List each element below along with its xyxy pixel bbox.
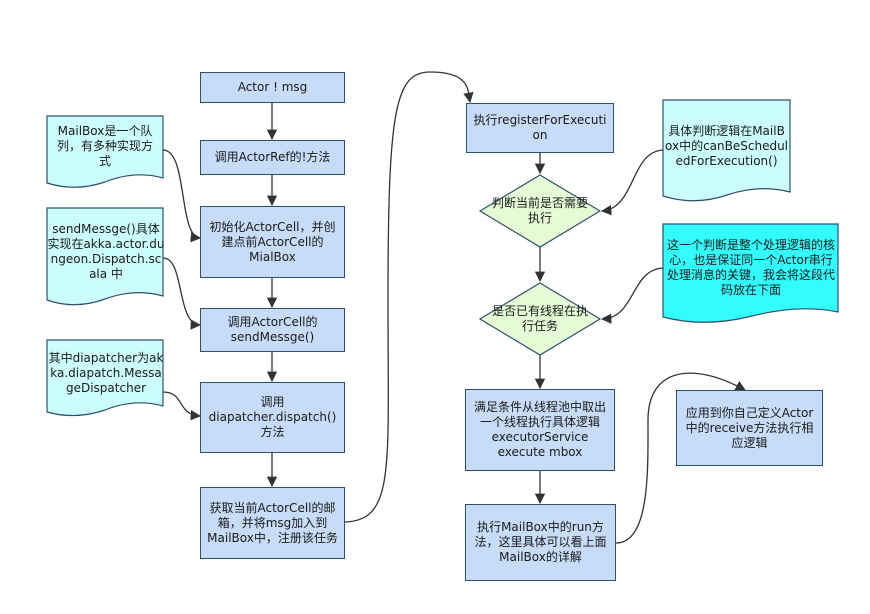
decision-need-execute-label: 判断当前是否需要执行 <box>491 196 588 225</box>
process-call-send-messge-label: 调用ActorCell的sendMessge() <box>227 315 318 344</box>
process-call-actor-ref-label: 调用ActorRef的!方法 <box>214 150 331 164</box>
connector-core-judgement <box>600 267 664 324</box>
process-run-mailbox: 执行MailBox中的run方法，这里具体可以看上面MailBox的详解 <box>465 504 616 581</box>
note-shape-can-be-scheduled <box>662 99 791 202</box>
process-call-dispatch-label: 调用diapatcher.dispatch()方法 <box>208 395 337 439</box>
decision-has-thread: 是否已有线程在执行任务 <box>488 301 592 337</box>
process-take-thread-label: 满足条件从线程池中取出一个线程执行具体逻辑executorService exe… <box>473 400 606 459</box>
process-apply-receive-label: 应用到你自己定义Actor中的receive方法执行相应逻辑 <box>685 405 814 450</box>
note-shape-dispatcher-type <box>46 339 164 417</box>
note-mailbox-queue-label: MailBox是一个队列，有多种实现方式 <box>56 123 153 168</box>
note-shape-mailbox-queue <box>46 115 164 188</box>
process-actor-msg: Actor ! msg <box>200 72 345 103</box>
connector-dispatcher-type <box>162 391 202 421</box>
note-dispatcher-type-label: 其中diapatcher为akka.diapatch.MessageDispat… <box>48 350 164 395</box>
process-call-send-messge: 调用ActorCell的sendMessge() <box>200 308 345 352</box>
note-send-messge-impl: sendMessge()具体实现在akka.actor.dungeon.Disp… <box>47 210 165 294</box>
process-register-for-execution-label: 执行registerForExecution <box>473 113 607 142</box>
process-get-mailbox-label: 获取当前ActorCell的邮箱，并将msg加入到MailBox中，注册该任务 <box>207 500 338 545</box>
note-shape-send-messge-impl <box>46 207 164 306</box>
process-call-dispatch: 调用diapatcher.dispatch()方法 <box>200 382 345 453</box>
connector-can-be-scheduled <box>600 149 664 216</box>
process-call-actor-ref: 调用ActorRef的!方法 <box>200 140 345 175</box>
note-send-messge-impl-label: sendMessge()具体实现在akka.actor.dungeon.Disp… <box>47 222 165 281</box>
decision-has-thread-label: 是否已有线程在执行任务 <box>491 304 588 333</box>
connector-register-loop <box>344 71 474 523</box>
process-init-actor-cell-label: 初始化ActorCell，并创建点前ActorCell的MialBox <box>209 219 336 264</box>
note-core-judgement: 这一个判断是整个处理逻辑的核心，也是保证同一个Actor串行处理消息的关键，我会… <box>664 228 838 308</box>
connector-run-to-receive <box>615 372 746 544</box>
process-actor-msg-label: Actor ! msg <box>237 80 308 94</box>
decision-need-execute: 判断当前是否需要执行 <box>488 193 592 229</box>
note-can-be-scheduled-label: 具体判断逻辑在MailBox中的canBeScheduledForExecuti… <box>665 123 789 168</box>
note-shape-core-judgement <box>662 223 839 323</box>
note-can-be-scheduled: 具体判断逻辑在MailBox中的canBeScheduledForExecuti… <box>663 102 790 190</box>
process-init-actor-cell: 初始化ActorCell，并创建点前ActorCell的MialBox <box>200 206 345 278</box>
note-mailbox-queue: MailBox是一个队列，有多种实现方式 <box>49 116 161 176</box>
process-register-for-execution: 执行registerForExecution <box>466 103 614 153</box>
process-run-mailbox-label: 执行MailBox中的run方法，这里具体可以看上面MailBox的详解 <box>474 520 607 564</box>
connector-mailbox-queue <box>162 149 202 243</box>
process-apply-receive: 应用到你自己定义Actor中的receive方法执行相应逻辑 <box>676 390 823 466</box>
process-take-thread: 满足条件从线程池中取出一个线程执行具体逻辑executorService exe… <box>465 389 615 471</box>
process-get-mailbox: 获取当前ActorCell的邮箱，并将msg加入到MailBox中，注册该任务 <box>200 487 345 559</box>
note-core-judgement-label: 这一个判断是整个处理逻辑的核心，也是保证同一个Actor串行处理消息的关键，我会… <box>666 238 835 297</box>
connector-send-messge-impl <box>162 257 202 330</box>
note-dispatcher-type: 其中diapatcher为akka.diapatch.MessageDispat… <box>47 342 165 404</box>
